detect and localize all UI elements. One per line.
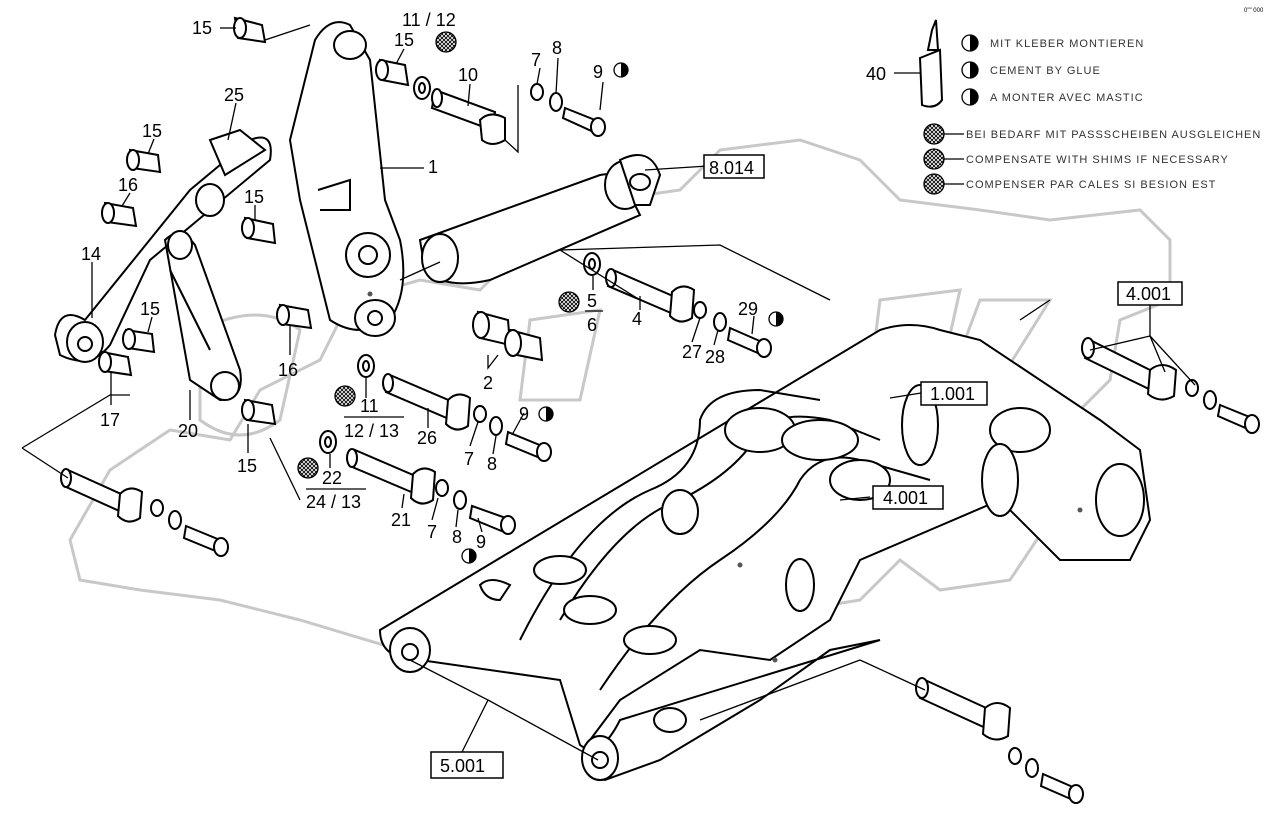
part-label: 14: [81, 244, 101, 264]
part-label: 16: [118, 175, 138, 195]
corner-code: 0"" 000: [1244, 8, 1264, 14]
part-label: 26: [417, 428, 437, 448]
legend: 40 MIT KLEBER MONTIEREN CEMENT BY GLUE A…: [866, 19, 1261, 195]
legend-glue-de: MIT KLEBER MONTIEREN: [990, 38, 1144, 50]
part-label: 7: [531, 50, 541, 70]
legend-part-label: 40: [866, 64, 886, 84]
leader-lines: [21, 24, 1196, 761]
part-labels: 15 11 / 12 15 10 7 8 9 25 15 16 15 1 14 …: [81, 10, 758, 552]
part-label: 28: [705, 347, 725, 367]
bellcrank-lever: [288, 21, 405, 337]
glue-symbol-icon: [768, 311, 784, 327]
ref-box-1001: [920, 381, 988, 406]
legend-glue-fr: A MONTER AVEC MASTIC: [990, 92, 1144, 104]
shim-symbol-icon: [923, 123, 945, 195]
ref-box-8014: [703, 154, 765, 179]
part-label: 29: [738, 299, 758, 319]
part-label: 16: [278, 360, 298, 380]
legend-shims-en: COMPENSATE WITH SHIMS IF NECESSARY: [966, 154, 1229, 166]
part-label: 25: [224, 85, 244, 105]
glue-tube-nozzle-icon: [926, 19, 940, 51]
ref-label: 5.001: [440, 756, 485, 776]
glue-symbol-icon: [538, 406, 554, 422]
part-label: 20: [178, 421, 198, 441]
legend-shims-fr: COMPENSER PAR CALES SI BESION EST: [966, 179, 1216, 191]
part-label: 11 / 12: [402, 10, 456, 30]
bushings: [98, 16, 544, 426]
part-label: 17: [100, 410, 120, 430]
part-label: 27: [682, 342, 702, 362]
part-label: 15: [237, 456, 257, 476]
part-label: 15: [140, 299, 160, 319]
glue-symbol-icon: [613, 62, 629, 78]
part-label: 12 / 13: [344, 421, 399, 441]
washers-bolts: [150, 76, 1260, 804]
part-label: 21: [391, 510, 411, 530]
part-label: 9: [593, 62, 603, 82]
part-label: 8: [452, 527, 462, 547]
part-label: 8: [552, 38, 562, 58]
part-label: 2: [483, 373, 493, 393]
part-label: 11: [360, 396, 379, 416]
ref-label: 1.001: [930, 384, 975, 404]
part-label: 9: [519, 404, 529, 424]
drawing-symbols: [297, 31, 784, 564]
ref-label: 4.001: [883, 488, 928, 508]
part-label: 4: [632, 309, 642, 329]
part-label: 8: [487, 454, 497, 474]
shim-symbol-icon: [435, 31, 457, 53]
part-label: 15: [244, 187, 264, 207]
part-label: 22: [322, 468, 342, 488]
shim-symbol-icon: [558, 291, 580, 313]
pins: [60, 88, 1178, 741]
part-label: 9: [476, 532, 486, 552]
shim-symbol-icon: [297, 457, 319, 479]
glue-tube-icon: [918, 48, 944, 108]
link-arm-14: [53, 128, 272, 363]
part-label: 10: [458, 65, 478, 85]
ref-label: 4.001: [1126, 284, 1171, 304]
part-label: 24 / 13: [306, 492, 361, 512]
loader-frame: [378, 324, 1152, 782]
glue-symbol-icon: [961, 34, 979, 106]
ref-box-4001-b: [872, 485, 944, 510]
reference-boxes: 8.014 4.001 1.001 4.001 5.001: [430, 154, 1183, 779]
part-label: 15: [192, 18, 212, 38]
part-label: 15: [394, 30, 414, 50]
legend-shims-de: BEI BEDARF MIT PASSSCHEIBEN AUSGLEICHEN: [966, 129, 1261, 141]
part-label: 5: [587, 291, 597, 311]
ref-label: 8.014: [709, 158, 754, 178]
part-label: 15: [142, 121, 162, 141]
part-label: 6: [587, 315, 597, 335]
shim-symbol-icon: [334, 385, 356, 407]
ref-box-4001-a: [1117, 281, 1183, 306]
hydraulic-cylinder: [399, 154, 662, 285]
link-arm-20: [163, 230, 242, 402]
glue-symbol-icon: [461, 548, 477, 564]
part-label: 1: [428, 157, 438, 177]
legend-glue-en: CEMENT BY GLUE: [990, 65, 1101, 77]
part-label: 7: [464, 449, 474, 469]
part-label: 7: [427, 522, 437, 542]
ref-box-5001: [430, 751, 504, 779]
